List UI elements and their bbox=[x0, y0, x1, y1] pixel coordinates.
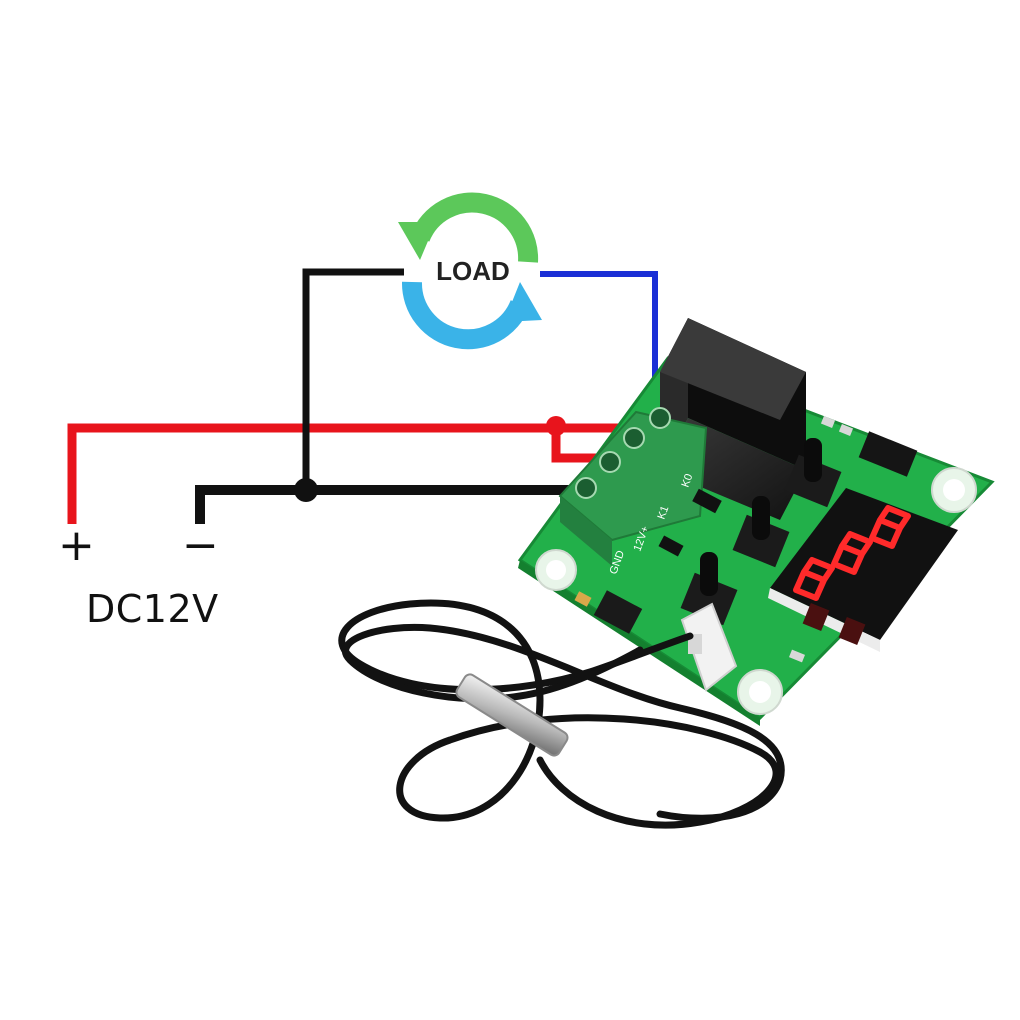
wires bbox=[67, 268, 658, 524]
pin-label-k1: K1 bbox=[656, 504, 672, 521]
green-arrow-icon bbox=[410, 192, 539, 263]
load-wire bbox=[540, 271, 658, 408]
blue-arrowhead-icon bbox=[504, 282, 542, 322]
load-return-wire bbox=[302, 268, 404, 490]
temperature-probe bbox=[338, 599, 785, 829]
positive-junction-dot bbox=[546, 416, 566, 436]
terminal-screw-k0 bbox=[649, 407, 671, 429]
display-digits bbox=[793, 505, 911, 601]
push-buttons bbox=[680, 438, 842, 626]
seven-segment-display bbox=[768, 488, 958, 652]
load-label: LOAD bbox=[436, 256, 510, 286]
probe-cable bbox=[338, 599, 780, 829]
positive-wire bbox=[67, 423, 630, 524]
negative-terminal-label: − bbox=[182, 520, 219, 571]
pin-label-k0: K0 bbox=[680, 472, 696, 489]
push-button-up bbox=[732, 496, 790, 568]
probe-sensor bbox=[455, 673, 569, 757]
blue-arrow-icon bbox=[401, 281, 530, 350]
thermostat-module: GND 12V+ K1 K0 bbox=[517, 318, 995, 726]
smd-components bbox=[574, 416, 918, 663]
terminal-screw-gnd bbox=[575, 477, 597, 499]
positive-terminal-label: + bbox=[58, 520, 95, 571]
negative-wire bbox=[195, 485, 598, 524]
green-arrowhead-icon bbox=[398, 222, 436, 260]
push-button-down bbox=[680, 552, 738, 626]
load-symbol: LOAD bbox=[398, 192, 542, 350]
mounting-holes bbox=[535, 467, 977, 715]
push-button-set bbox=[784, 438, 842, 508]
screw-terminal-block bbox=[558, 407, 708, 566]
probe-cable-loop bbox=[342, 623, 785, 822]
supply-voltage-label: DC12V bbox=[86, 587, 219, 631]
terminal-screw-k1 bbox=[623, 427, 645, 449]
negative-junction-dot bbox=[294, 478, 318, 502]
terminal-screw-12v bbox=[599, 451, 621, 473]
